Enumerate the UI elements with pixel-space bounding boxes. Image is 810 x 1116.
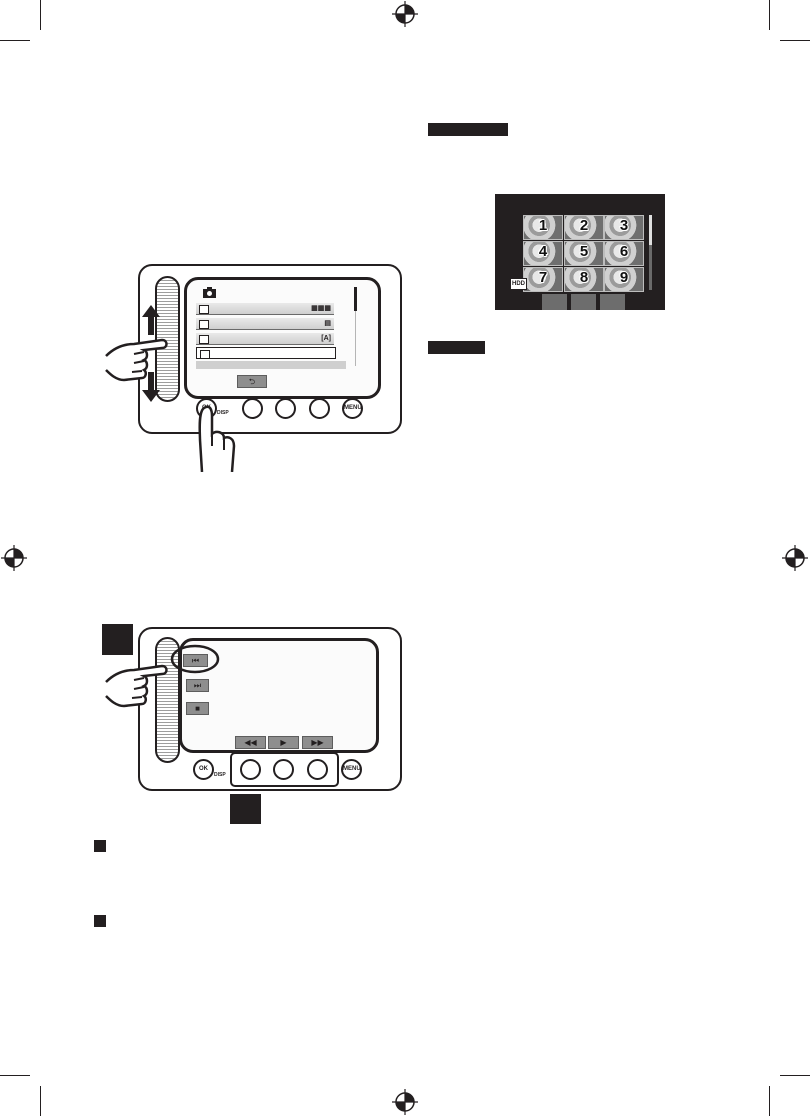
menu-row-blank (196, 361, 346, 369)
menu-row-selected[interactable] (196, 347, 336, 359)
menu-row[interactable]: ▤ (196, 318, 334, 330)
operation-button-1[interactable] (240, 759, 261, 780)
registration-mark-icon (392, 1, 418, 27)
crop-mark (769, 0, 770, 30)
index-key[interactable] (571, 294, 596, 310)
bullet-marker-a (94, 840, 106, 852)
thumbnail[interactable]: 1 (523, 215, 563, 240)
disp-label: DISP (217, 410, 229, 416)
pointing-hand-icon (105, 664, 168, 708)
thumbnail[interactable]: 9 (604, 267, 644, 292)
index-key[interactable] (600, 294, 625, 310)
thumbnail-number: 2 (579, 217, 589, 234)
thumbnail[interactable]: 4 (523, 241, 563, 266)
operation-button-3[interactable] (307, 759, 328, 780)
callout-box-b (230, 794, 261, 824)
skip-forward-key[interactable]: ⏭ (186, 679, 209, 692)
thumbnail[interactable]: 2 (564, 215, 604, 240)
arrow-up-icon (142, 305, 160, 335)
operation-button-2[interactable] (275, 398, 296, 419)
index-key[interactable] (542, 294, 567, 310)
thumbnail-number: 6 (619, 243, 629, 260)
play-key[interactable]: ▶ (268, 736, 299, 749)
menu-row[interactable]: [A] (196, 333, 334, 345)
operation-button-2[interactable] (273, 759, 294, 780)
menu-row-icon (200, 350, 210, 359)
thumbnail-number: 4 (538, 243, 548, 260)
crop-mark (780, 40, 810, 41)
thumbnail-number: 3 (619, 217, 629, 234)
pointing-hand-icon (105, 338, 168, 382)
menu-row-value: [A] (321, 335, 331, 342)
rewind-key[interactable]: ◀◀ (235, 736, 266, 749)
index-scrollbar (649, 215, 652, 290)
menu-row[interactable]: ▦▦▦ (196, 303, 334, 315)
thumbnail-number: 9 (619, 269, 629, 286)
menu-row-value: ▦▦▦ (311, 305, 331, 312)
operation-button-3[interactable] (309, 398, 330, 419)
thumbnail[interactable]: 6 (604, 241, 644, 266)
thumbnail-number: 1 (538, 217, 548, 234)
crop-mark (40, 0, 41, 30)
thumbnail[interactable]: 3 (604, 215, 644, 240)
thumbnail-number: 7 (538, 269, 548, 286)
crop-mark (769, 1086, 770, 1116)
bullet-marker-b (94, 915, 106, 927)
thumbnail-number: 8 (579, 269, 589, 286)
pressing-hand-icon (198, 405, 236, 472)
crop-mark (780, 1075, 810, 1076)
lcd-screen (179, 638, 379, 753)
thumbnail[interactable]: 8 (564, 267, 604, 292)
highlight-rectangle (230, 752, 339, 787)
menu-row-value: ▤ (324, 320, 331, 327)
registration-mark-icon (1, 545, 27, 571)
menu-row-icon (199, 335, 209, 344)
heading-label-bar (428, 123, 508, 136)
crop-mark (0, 1075, 30, 1076)
menu-button[interactable]: MENU (341, 759, 362, 780)
menu-scroll-track (355, 311, 356, 366)
callout-box-a (102, 624, 133, 655)
thumbnail[interactable]: 7 (523, 267, 563, 292)
camera-icon (203, 287, 216, 298)
crop-mark (40, 1086, 41, 1116)
fast-forward-key[interactable]: ▶▶ (302, 736, 333, 749)
stop-key[interactable]: ■ (186, 702, 209, 715)
index-scroll-thumb[interactable] (649, 215, 652, 245)
menu-row-icon (199, 305, 209, 314)
thumbnail-number: 5 (579, 243, 589, 260)
highlight-circle-icon (170, 644, 220, 674)
registration-mark-icon (392, 1089, 418, 1115)
disp-label: DISP (214, 772, 226, 778)
hdd-badge: HDD (510, 278, 527, 290)
menu-scrollbar[interactable] (354, 287, 357, 311)
touch-sensor-slider[interactable] (155, 276, 180, 402)
menu-button[interactable]: MENU (342, 398, 363, 419)
ok-button[interactable]: OK (193, 759, 214, 780)
return-key[interactable]: ⮌ (237, 375, 267, 388)
note-label-bar (428, 341, 485, 354)
operation-button-1[interactable] (242, 398, 263, 419)
registration-mark-icon (782, 545, 808, 571)
arrow-down-icon (142, 372, 160, 402)
thumbnail[interactable]: 5 (564, 241, 604, 266)
crop-mark (0, 40, 30, 41)
skip-back-key[interactable]: ⏮ (183, 654, 208, 667)
menu-row-icon (199, 320, 209, 329)
